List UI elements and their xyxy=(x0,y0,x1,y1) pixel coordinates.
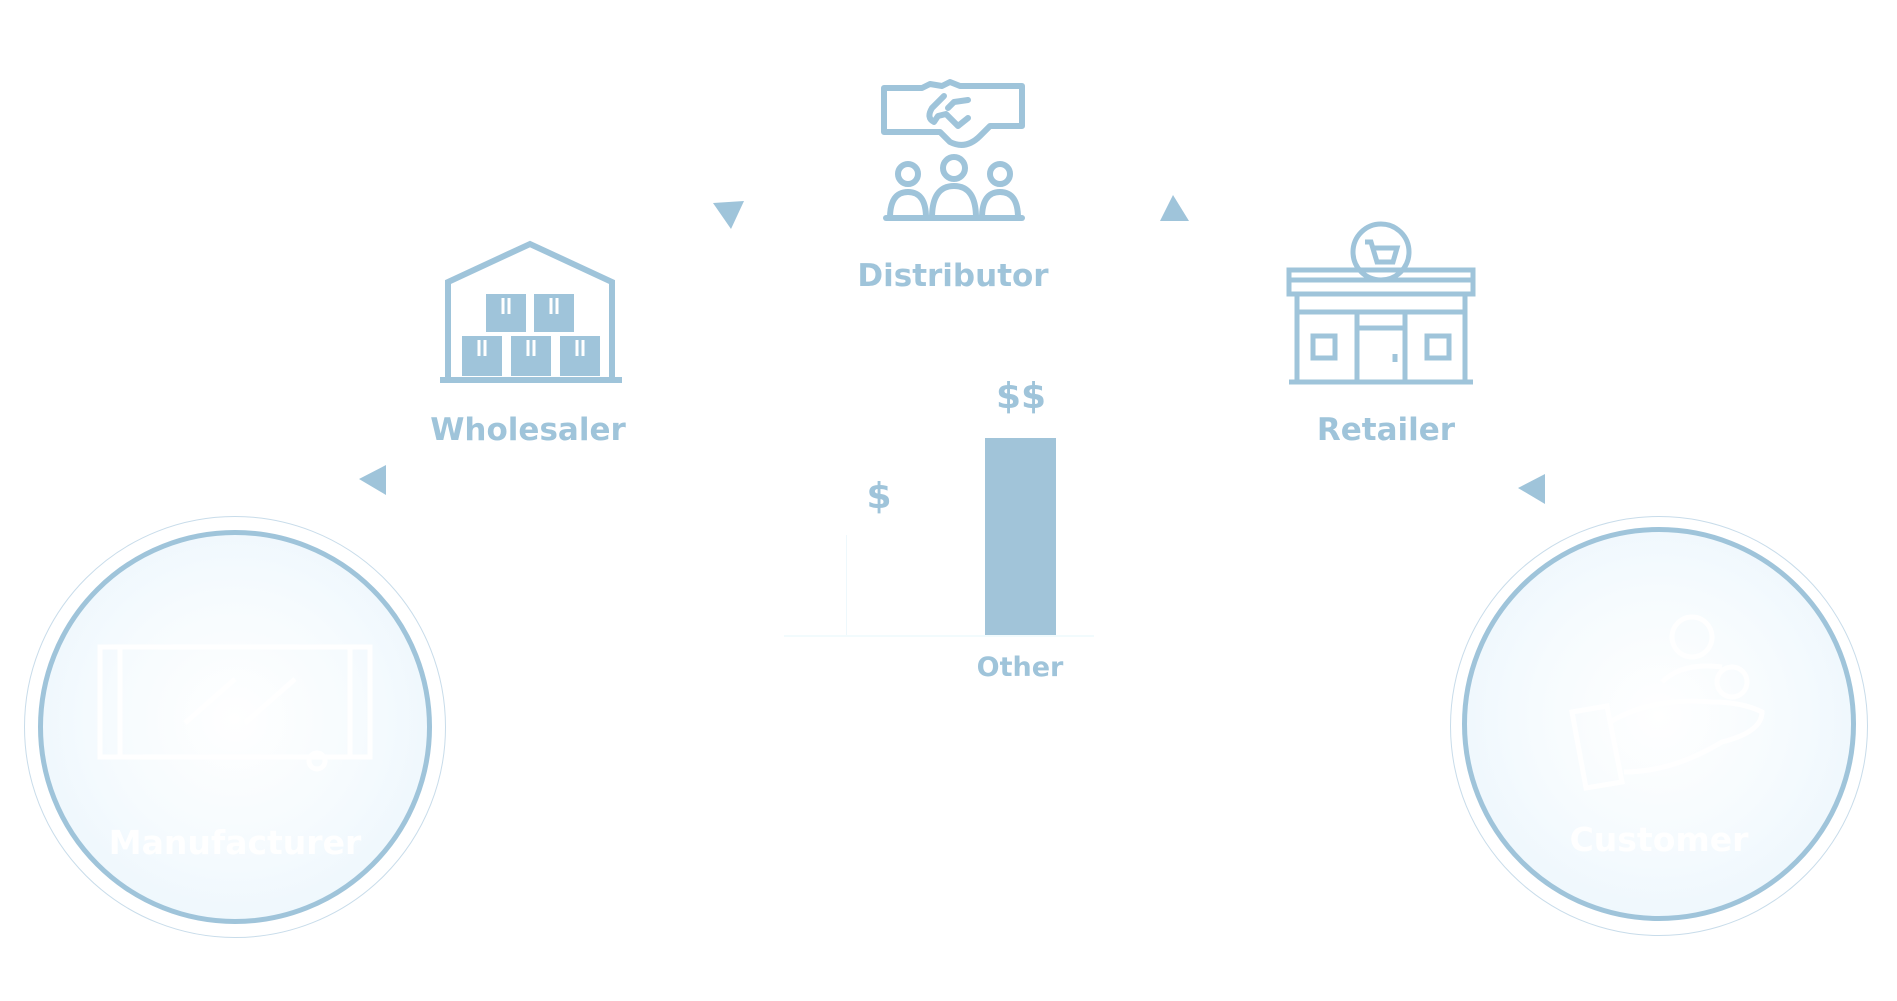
arrow-distributor-to-retailer xyxy=(1160,195,1189,221)
distributor-label: Distributor xyxy=(857,258,1049,294)
manufacturer-node: Manufacturer xyxy=(38,530,432,924)
customer-circle-outer xyxy=(1450,516,1868,936)
hand-with-person-icon xyxy=(1569,614,1765,791)
handshake-people-icon xyxy=(881,79,1025,221)
warehouse-icon xyxy=(440,240,622,383)
retailer-label: Retailer xyxy=(1316,412,1456,448)
customer-label: Customer xyxy=(1569,820,1749,859)
bar-other xyxy=(985,438,1056,635)
storefront-cart-icon xyxy=(1286,221,1476,385)
manufacturer-circle-outer xyxy=(24,516,446,938)
bar-other-price-label: $$ xyxy=(995,376,1047,417)
conveyor-icon xyxy=(97,644,373,772)
chart-baseline xyxy=(784,635,1094,637)
bar-other-label: Other xyxy=(976,652,1064,683)
manufacturer-label: Manufacturer xyxy=(108,823,362,862)
arrow-retailer-to-customer xyxy=(1518,474,1545,504)
bar-own-price-label: $ xyxy=(866,476,892,517)
customer-node: Customer xyxy=(1462,527,1856,921)
arrow-wholesaler-to-distributor xyxy=(713,201,744,229)
arrow-manufacturer-to-wholesaler xyxy=(359,465,386,495)
wholesaler-label: Wholesaler xyxy=(430,412,626,448)
bar-own xyxy=(846,535,901,635)
